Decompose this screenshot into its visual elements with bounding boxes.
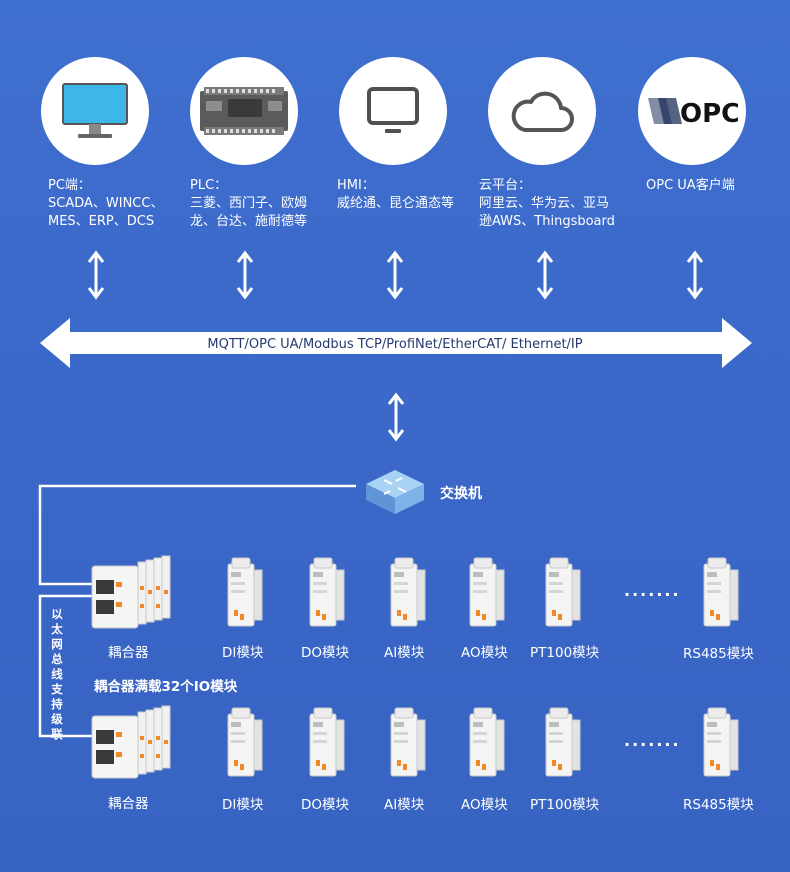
plc-label-line: 三菱、西门子、欧姆 (190, 196, 308, 211)
switch-icon (366, 470, 424, 514)
coupler-label: 耦合器 (108, 796, 149, 812)
rs485-module-device-1 (703, 557, 739, 627)
ao-module-device-2 (469, 707, 505, 777)
di-module-device-2 (227, 707, 263, 777)
pt100-module-device-1 (545, 557, 581, 627)
plc-label: PLC： 三菱、西门子、欧姆 龙、台达、施耐德等 (190, 177, 307, 231)
hmi-label-line: 威纶通、昆仑通态等 (337, 196, 455, 211)
pt100-module-label: PT100模块 (530, 645, 600, 661)
cloud-label-line: 云平台： (479, 178, 532, 193)
ai-module-device-2 (390, 707, 426, 777)
opc-node: OPC (638, 57, 746, 165)
cloud-icon (511, 91, 574, 132)
protocol-bus-arrow (40, 318, 752, 368)
monitor-icon (62, 83, 128, 138)
coupler-label: 耦合器 (108, 645, 149, 661)
protocol-bar-label: MQTT/OPC UA/Modbus TCP/ProfiNet/EtherCAT… (207, 337, 583, 352)
pc-node (41, 57, 149, 165)
coupler-device-1 (91, 555, 171, 629)
cloud-node (488, 57, 596, 165)
ao-module-label: AO模块 (461, 797, 508, 813)
plc-node (190, 57, 298, 165)
cloud-label-line: 逊AWS、Thingsboard (479, 214, 615, 229)
di-module-label: DI模块 (222, 645, 264, 661)
hmi-node (339, 57, 447, 165)
coupler1-to-coupler2-line (38, 594, 96, 738)
opc-label: OPC UA客户端 (646, 177, 735, 195)
hmi-label: HMI： 威纶通、昆仑通态等 (337, 177, 454, 213)
pt100-module-label: PT100模块 (530, 797, 600, 813)
cascade-char: 总 (51, 652, 63, 666)
coupler-capacity-caption: 耦合器满载32个IO模块 (94, 679, 238, 695)
cascade-char: 线 (51, 667, 63, 681)
cascade-char: 网 (51, 637, 63, 651)
opc-logo-text: OPC (680, 99, 738, 128)
ai-module-device-1 (390, 557, 426, 627)
rs485-module-label: RS485模块 (683, 646, 754, 662)
cloud-label: 云平台： 阿里云、华为云、亚马 逊AWS、Thingsboard (479, 177, 615, 231)
do-module-label: DO模块 (301, 645, 350, 661)
more-modules-ellipsis: ······· (624, 585, 681, 604)
ao-module-device-1 (469, 557, 505, 627)
plc-label-line: 龙、台达、施耐德等 (190, 214, 308, 229)
cascade-char: 持 (51, 697, 63, 711)
cascade-char: 支 (51, 682, 63, 696)
cascade-char: 以 (51, 607, 63, 621)
do-module-label: DO模块 (301, 797, 350, 813)
do-module-device-1 (309, 557, 345, 627)
di-module-device-1 (227, 557, 263, 627)
cloud-label-line: 阿里云、华为云、亚马 (479, 196, 610, 211)
cascade-char: 联 (51, 727, 63, 741)
switch-label: 交换机 (440, 486, 482, 502)
cascade-char: 太 (51, 622, 63, 636)
switch-to-coupler1-line (38, 484, 356, 586)
pt100-module-device-2 (545, 707, 581, 777)
opc-label-line: OPC UA客户端 (646, 178, 735, 193)
pc-label-line: MES、ERP、DCS (48, 214, 155, 229)
rs485-module-device-2 (703, 707, 739, 777)
plc-label-line: PLC： (190, 178, 228, 193)
pc-label-line: SCADA、WINCC、 (48, 196, 164, 211)
do-module-device-2 (309, 707, 345, 777)
ai-module-label: AI模块 (384, 797, 425, 813)
ethernet-cascade-label: 以 太 网 总 线 支 持 级 联 (49, 607, 65, 742)
rs485-module-label: RS485模块 (683, 797, 754, 813)
hmi-label-line: HMI： (337, 178, 375, 193)
cascade-char: 级 (51, 712, 63, 726)
pc-label: PC端： SCADA、WINCC、 MES、ERP、DCS (48, 177, 163, 231)
ao-module-label: AO模块 (461, 645, 508, 661)
plc-icon (200, 87, 288, 135)
pc-label-line: PC端： (48, 178, 91, 193)
opc-logo-icon: OPC (648, 98, 738, 128)
more-modules-ellipsis: ······· (624, 735, 681, 754)
di-module-label: DI模块 (222, 797, 264, 813)
hmi-icon (367, 87, 419, 133)
coupler-device-2 (91, 705, 171, 779)
ai-module-label: AI模块 (384, 645, 425, 661)
